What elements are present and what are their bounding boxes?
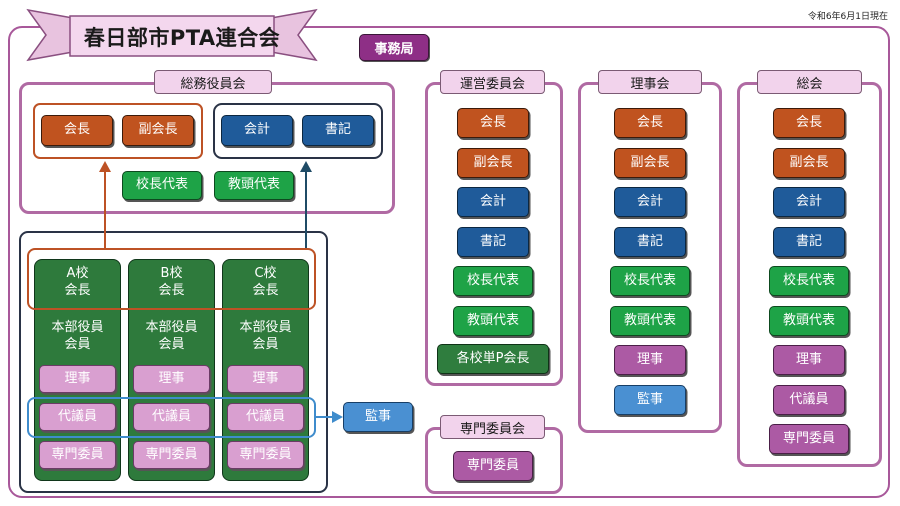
specialist-member: 専門委員 (453, 451, 533, 481)
school-a-specialist: 専門委員 (39, 441, 116, 469)
board-frame (578, 82, 722, 433)
main-frame (8, 26, 890, 498)
gm-secretary: 書記 (773, 227, 845, 257)
ga-vice-president: 副会長 (122, 115, 194, 146)
gm-vice-president: 副会長 (773, 148, 845, 178)
school-b-director: 理事 (133, 365, 210, 393)
school-c-members: 会員 (252, 337, 279, 352)
gm-principal-rep: 校長代表 (769, 266, 849, 296)
board-principal-rep: 校長代表 (610, 266, 690, 296)
board-auditor: 監事 (614, 385, 686, 415)
delegates-outline (27, 397, 316, 438)
board-president: 会長 (614, 108, 686, 138)
school-b-members: 会員 (158, 337, 185, 352)
school-c-specialist: 専門委員 (227, 441, 304, 469)
steering-school-pta-heads: 各校単P会長 (437, 344, 549, 374)
school-b-delegate: 代議員 (133, 403, 210, 431)
school-c-delegate: 代議員 (227, 403, 304, 431)
gm-treasurer: 会計 (773, 187, 845, 217)
title-ribbon (26, 8, 318, 62)
gm-president: 会長 (773, 108, 845, 138)
board-treasurer: 会計 (614, 187, 686, 217)
steering-secretary: 書記 (457, 227, 529, 257)
specialist-label: 専門委員会 (440, 415, 545, 439)
steering-vice-president: 副会長 (457, 148, 529, 178)
board-secretary: 書記 (614, 227, 686, 257)
as-of-date: 令和6年6月1日現在 (807, 12, 888, 22)
steering-treasurer: 会計 (457, 187, 529, 217)
gm-specialist: 専門委員 (769, 424, 849, 454)
school-heads-outline (27, 248, 316, 310)
board-label: 理事会 (598, 70, 702, 94)
school-b-specialist: 専門委員 (133, 441, 210, 469)
page-title: 春日部市PTA連合会 (83, 26, 281, 50)
president-group (33, 103, 203, 159)
steering-principal-rep: 校長代表 (453, 266, 533, 296)
school-c-name: C校 (254, 266, 277, 281)
steering-vice-principal-rep: 教頭代表 (453, 306, 533, 336)
school-c-director: 理事 (227, 365, 304, 393)
school-a-delegate: 代議員 (39, 403, 116, 431)
school-a-officers: 本部役員 (51, 320, 104, 335)
steering-president: 会長 (457, 108, 529, 138)
ga-treasurer: 会計 (221, 115, 293, 146)
school-a-director: 理事 (39, 365, 116, 393)
ga-secretary: 書記 (302, 115, 374, 146)
school-a-members: 会員 (64, 337, 91, 352)
board-vice-president: 副会長 (614, 148, 686, 178)
auditor-box: 監事 (343, 402, 413, 432)
school-a-head: 会長 (64, 283, 91, 298)
school-c-officers: 本部役員 (239, 320, 292, 335)
ga-president: 会長 (41, 115, 113, 146)
school-b-officers: 本部役員 (145, 320, 198, 335)
general-meeting-label: 総会 (757, 70, 862, 94)
school-a-name: A校 (66, 266, 89, 281)
gm-delegate: 代議員 (773, 385, 845, 415)
board-vice-principal-rep: 教頭代表 (610, 306, 690, 336)
school-c-head: 会長 (252, 283, 279, 298)
general-affairs-label: 総務役員会 (154, 70, 272, 94)
board-director: 理事 (614, 345, 686, 375)
ga-vice-principal-rep: 教頭代表 (214, 171, 294, 200)
school-b-head: 会長 (158, 283, 185, 298)
school-b-name: B校 (160, 266, 183, 281)
secretariat-badge: 事務局 (359, 34, 429, 61)
ga-principal-rep: 校長代表 (122, 171, 202, 200)
gm-vice-principal-rep: 教頭代表 (769, 306, 849, 336)
gm-director: 理事 (773, 345, 845, 375)
steering-label: 運営委員会 (440, 70, 545, 94)
